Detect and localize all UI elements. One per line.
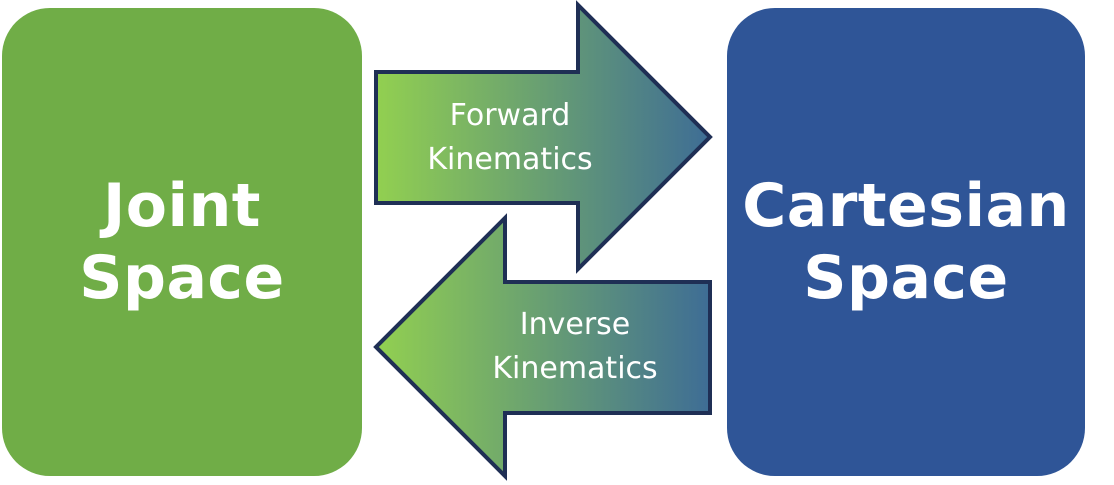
cartesian-space-box: Cartesian Space bbox=[727, 8, 1085, 476]
joint-space-box: Joint Space bbox=[2, 8, 362, 476]
inverse-kinematics-arrow bbox=[373, 213, 712, 481]
inverse-label-line2: Kinematics bbox=[492, 351, 658, 386]
forward-label-line2: Kinematics bbox=[427, 142, 593, 177]
cartesian-space-label-line1: Cartesian bbox=[742, 171, 1070, 241]
inverse-label-line1: Inverse bbox=[519, 307, 631, 342]
joint-space-label-line2: Space bbox=[79, 243, 285, 313]
inverse-kinematics-label: Inverse Kinematics bbox=[465, 303, 685, 391]
forward-kinematics-arrow bbox=[374, 0, 713, 274]
forward-kinematics-label: Forward Kinematics bbox=[400, 94, 620, 182]
joint-space-label-line1: Joint bbox=[102, 171, 261, 241]
forward-label-line1: Forward bbox=[449, 98, 571, 133]
cartesian-space-label-line2: Space bbox=[803, 243, 1009, 313]
